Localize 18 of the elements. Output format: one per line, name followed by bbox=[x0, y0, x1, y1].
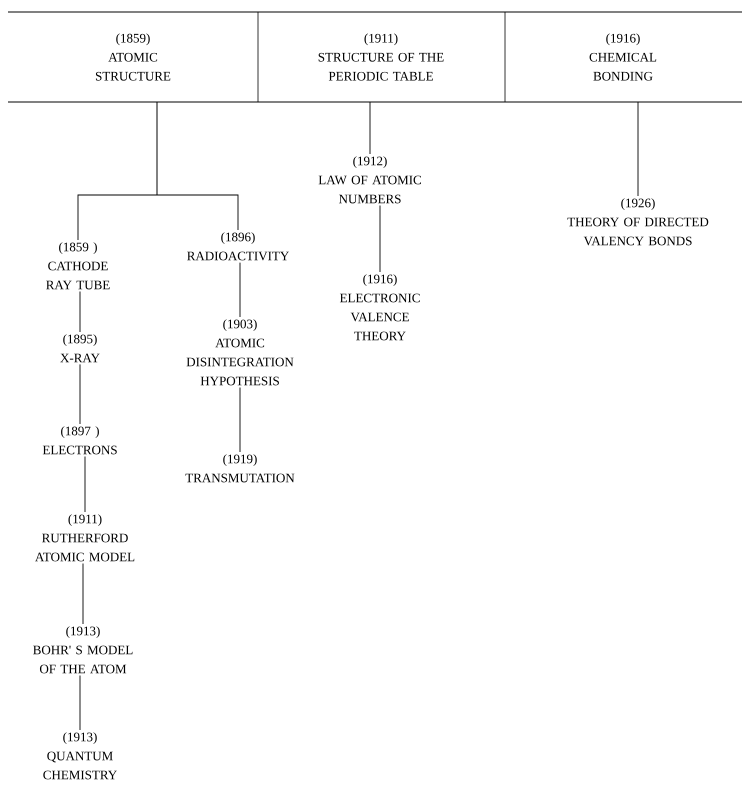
milestone-label: (1916) ELECTRONIC VALENCE THEORY bbox=[340, 274, 420, 340]
milestone-label: (1926) THEORY OF DIRECTED VALENCY BONDS bbox=[567, 198, 708, 246]
milestone-label: (1903) ATOMIC DISINTEGRATION HYPOTHESIS bbox=[186, 319, 294, 386]
connector-line bbox=[156, 102, 238, 230]
milestone-label: (1919) TRANSMUTATION bbox=[186, 454, 294, 482]
milestone-label: (1859 ) CATHODE RAY TUBE bbox=[46, 242, 110, 290]
milestone-label: (1895) X-RAY bbox=[60, 334, 100, 362]
milestone-label: (1912) LAW OF ATOMIC NUMBERS bbox=[318, 156, 421, 204]
milestone-label: (1913) QUANTUM CHEMISTRY bbox=[43, 732, 117, 780]
header-cell: (1859) ATOMIC STRUCTURE bbox=[96, 33, 170, 81]
milestone-label: (1897 ) ELECTRONS bbox=[42, 426, 117, 454]
header-cell: (1911) STRUCTURE OF THE PERIODIC TABLE bbox=[318, 33, 444, 81]
milestone-label: (1911) RUTHERFORD ATOMIC MODEL bbox=[35, 514, 134, 562]
connector-line bbox=[82, 563, 84, 624]
header-cell: (1916) CHEMICAL BONDING bbox=[590, 33, 656, 81]
connector-line bbox=[84, 456, 86, 512]
milestone-label: (1896) RADIOACTIVITY bbox=[187, 232, 289, 260]
milestone-label: (1913) BOHR' S MODEL OF THE ATOM bbox=[33, 626, 132, 674]
